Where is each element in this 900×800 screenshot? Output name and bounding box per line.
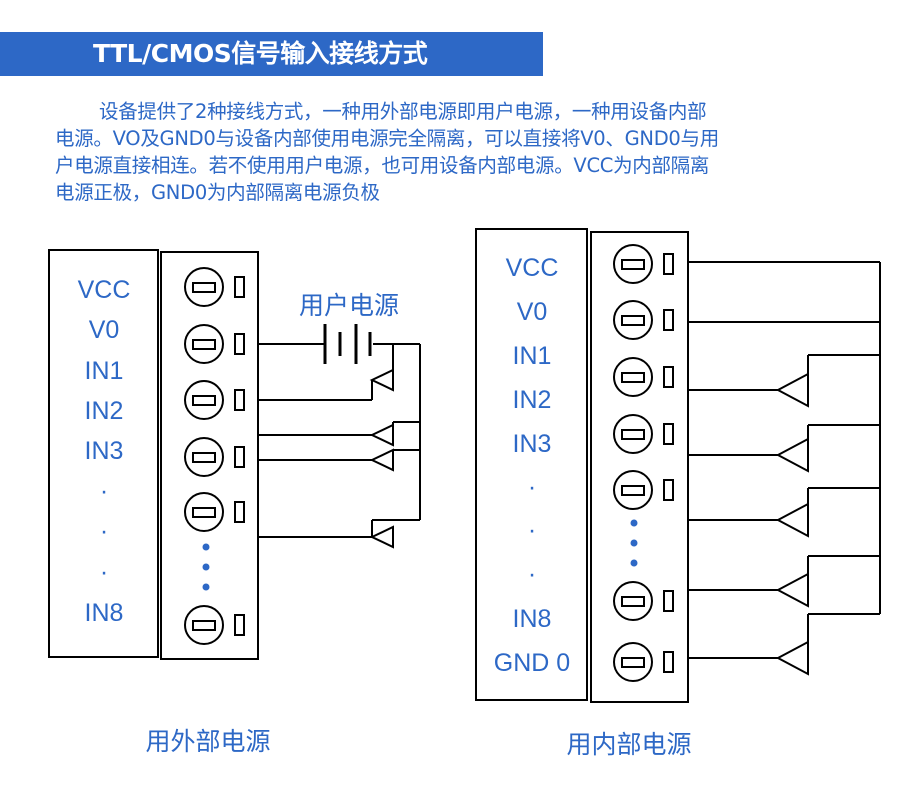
screw-terminal-icon	[613, 357, 674, 397]
intro-paragraph: 设备提供了2种接线方式，一种用外部电源即用户电源，一种用设备内部 电源。VO及G…	[55, 98, 875, 206]
pin-label-in2: IN2	[513, 386, 552, 414]
pin-label-in3: IN3	[85, 437, 124, 465]
buffer-gate-icon	[369, 448, 394, 472]
terminal-ellipsis	[202, 543, 210, 591]
buffer-gate-icon	[775, 372, 809, 408]
left-buffers	[369, 368, 394, 549]
pin-label-dot: ·	[100, 517, 108, 545]
intro-line: 电源。VO及GND0与设备内部使用电源完全隔离，可以直接将V0、GND0与用	[55, 127, 719, 150]
screw-terminal-icon	[613, 581, 674, 621]
buffer-gate-icon	[775, 572, 809, 608]
pin-label-dot: ·	[528, 516, 536, 544]
header-banner	[0, 32, 543, 76]
screw-terminal-icon	[613, 470, 674, 510]
right-diagram: VCC V0 IN1 IN2 IN3 · · · IN8 GND 0	[475, 228, 881, 759]
pin-label-in1: IN1	[513, 342, 552, 370]
buffer-gate-icon	[775, 640, 809, 676]
page-title: TTL/CMOS信号输入接线方式	[93, 39, 428, 68]
right-wiring	[688, 261, 881, 659]
terminals	[613, 244, 674, 682]
pin-label-v0: V0	[89, 316, 120, 344]
pin-label-in8: IN8	[85, 599, 124, 627]
device-box	[475, 228, 588, 701]
pin-label-dot: ·	[528, 473, 536, 501]
buffer-gate-icon	[369, 525, 394, 549]
screw-terminal-icon	[613, 414, 674, 454]
left-diagram: VCC V0 IN1 IN2 IN3 · · · IN8	[48, 249, 421, 756]
terminals	[184, 267, 245, 645]
screw-terminal-icon	[184, 267, 245, 307]
pin-label-gnd0: GND 0	[494, 649, 570, 677]
supply-label: 用户电源	[299, 291, 399, 320]
battery-icon	[323, 324, 372, 364]
right-caption: 用内部电源	[566, 730, 691, 759]
screw-terminal-icon	[184, 437, 245, 477]
buffer-gate-icon	[775, 502, 809, 538]
screw-terminal-icon	[184, 492, 245, 532]
screw-terminal-icon	[613, 300, 674, 340]
screw-terminal-icon	[184, 324, 245, 364]
pin-label-in8: IN8	[513, 605, 552, 633]
screw-terminal-icon	[184, 605, 245, 645]
terminal-ellipsis	[630, 519, 638, 567]
intro-line: 设备提供了2种接线方式，一种用外部电源即用户电源，一种用设备内部	[99, 100, 707, 123]
pin-label-in3: IN3	[513, 430, 552, 458]
pin-label-dot: ·	[100, 558, 108, 586]
pin-label-in1: IN1	[85, 357, 124, 385]
screw-terminal-icon	[613, 642, 674, 682]
pin-label-vcc: VCC	[78, 276, 131, 304]
left-wiring	[258, 343, 421, 538]
pin-label-dot: ·	[100, 477, 108, 505]
intro-line: 户电源直接相连。若不使用用户电源，也可用设备内部电源。VCC为内部隔离	[55, 154, 710, 177]
pin-label-v0: V0	[517, 298, 548, 326]
left-caption: 用外部电源	[145, 727, 270, 756]
right-buffers	[775, 372, 809, 676]
buffer-gate-icon	[775, 437, 809, 473]
device-box	[48, 249, 159, 658]
pin-label-in2: IN2	[85, 397, 124, 425]
screw-terminal-icon	[184, 380, 245, 420]
pin-label-dot: ·	[528, 560, 536, 588]
intro-line: 电源正极，GND0为内部隔离电源负极	[55, 181, 380, 204]
buffer-gate-icon	[369, 368, 394, 392]
pin-label-vcc: VCC	[506, 254, 559, 282]
screw-terminal-icon	[613, 244, 674, 284]
buffer-gate-icon	[369, 423, 394, 447]
